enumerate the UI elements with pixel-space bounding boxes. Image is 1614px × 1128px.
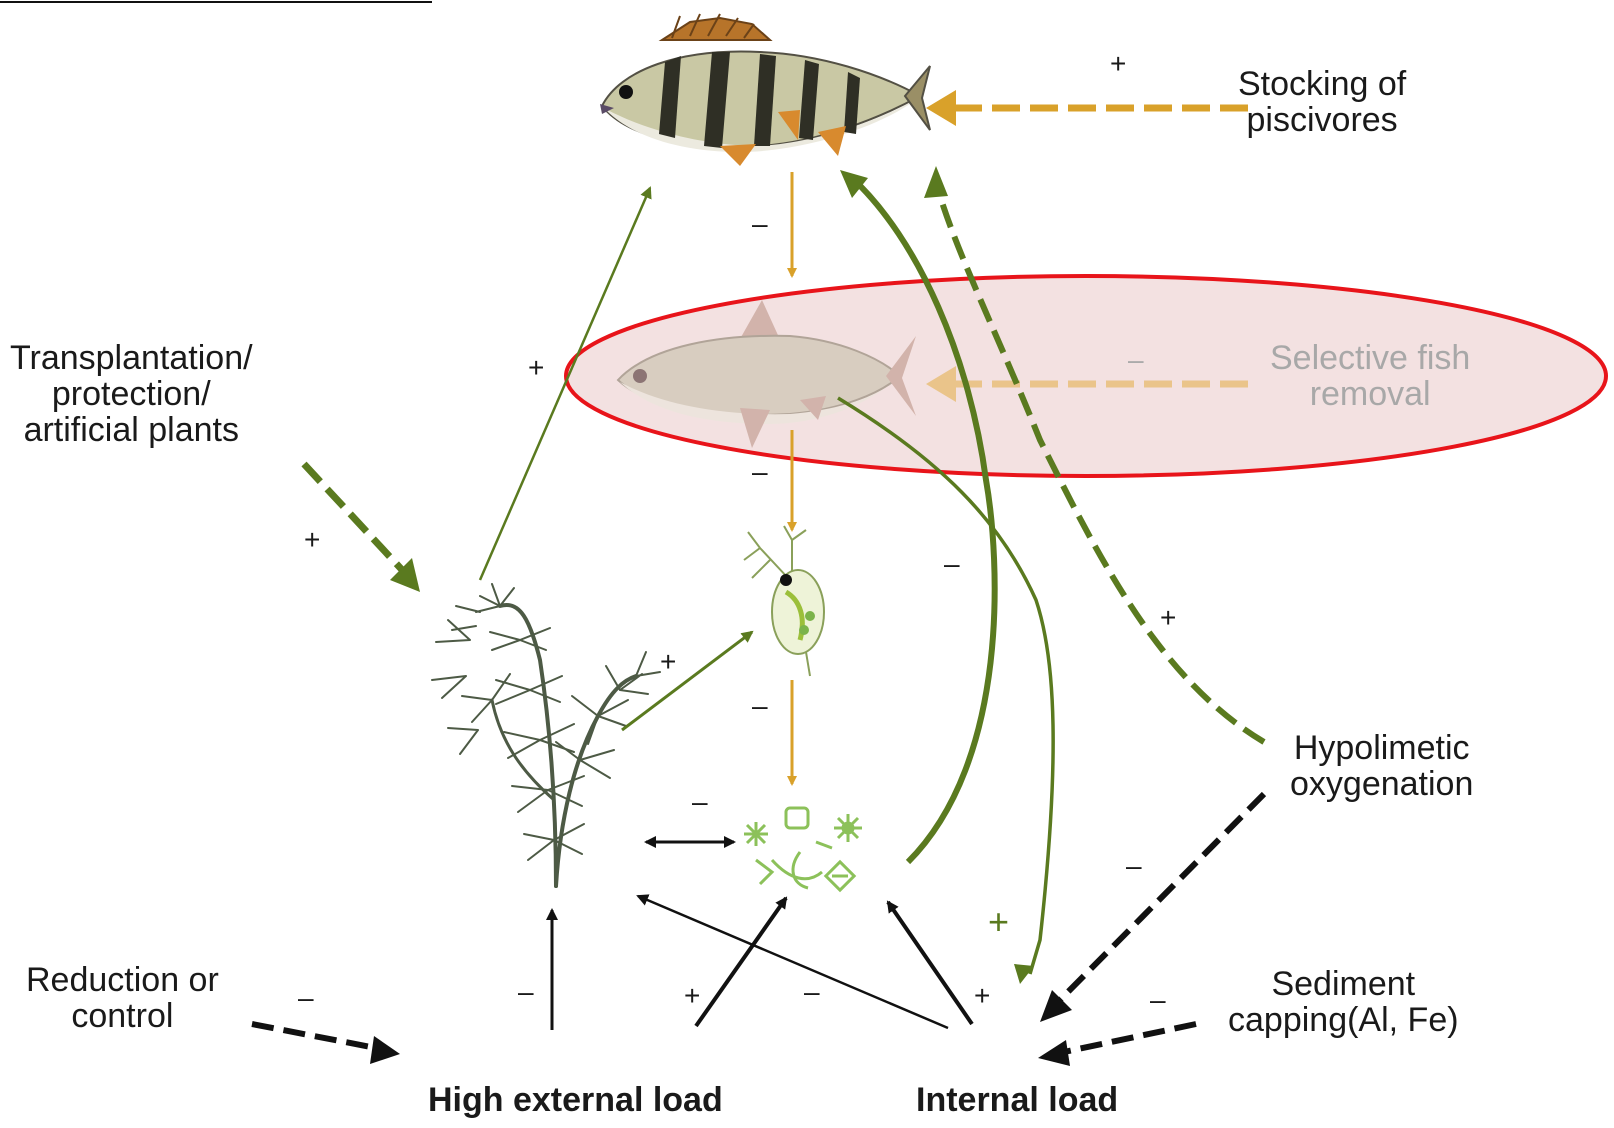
stocking-label: Stocking of piscivores [1238, 66, 1406, 138]
hypolimnetic-label-line1: Hypolimetic [1290, 730, 1473, 766]
sign-selective: – [1128, 346, 1144, 374]
sign-hypo-to-pisc: + [1160, 604, 1176, 632]
arrowhead-sediment [1038, 1040, 1070, 1066]
selective-removal-label-line2: removal [1270, 376, 1470, 412]
arrow-plant-to-zoo [622, 632, 752, 730]
transplantation-label: Transplantation/ protection/ artificial … [10, 340, 253, 448]
aquatic-plant-icon [432, 584, 660, 886]
arrow-reduction [252, 1024, 376, 1048]
reduction-label-line2: control [26, 998, 219, 1034]
arrowhead-hypo-to-internal [1040, 990, 1072, 1022]
stocking-label-line2: piscivores [1238, 102, 1406, 138]
sign-reduction: – [298, 984, 314, 1012]
hypolimnetic-label-line2: oxygenation [1290, 766, 1473, 802]
sign-internal-to-plant: – [804, 978, 820, 1006]
sign-external-to-phyto: + [684, 982, 700, 1010]
sediment-label-line2: capping(Al, Fe) [1228, 1002, 1459, 1038]
arrowhead-transplant [390, 558, 420, 592]
sign-stocking: + [1110, 50, 1126, 78]
arrowhead-reduction [370, 1036, 400, 1064]
stocking-label-line1: Stocking of [1238, 66, 1406, 102]
arrow-transplant [304, 464, 404, 572]
selective-removal-label: Selective fish removal [1270, 340, 1470, 412]
transplantation-label-line1: Transplantation/ [10, 340, 253, 376]
reduction-label-line1: Reduction or [26, 962, 219, 998]
sign-transplant: + [304, 526, 320, 554]
internal-load-label: Internal load [916, 1082, 1118, 1118]
transplantation-label-line3: artificial plants [10, 412, 253, 448]
hypolimnetic-label: Hypolimetic oxygenation [1290, 730, 1473, 802]
arrow-external-to-phyto [696, 898, 786, 1026]
sign-internal-to-phyto: + [974, 982, 990, 1010]
sign-phyto-to-plant: – [692, 788, 708, 816]
sign-zoo-to-phyto: – [752, 692, 768, 720]
sediment-label-line1: Sediment [1228, 966, 1459, 1002]
sign-plant-to-zoo: + [660, 648, 676, 676]
sign-pisc-to-plankt: – [752, 210, 768, 238]
transplantation-label-line2: protection/ [10, 376, 253, 412]
sign-plant-to-pisc: + [528, 354, 544, 382]
sign-hypo-to-internal: – [1126, 852, 1142, 880]
sign-plankt-to-zoo: – [752, 458, 768, 486]
phytoplankton-icon [744, 808, 862, 890]
arrowhead-stocking [926, 90, 956, 126]
daphnia-icon [744, 526, 824, 676]
sediment-label: Sediment capping(Al, Fe) [1228, 966, 1459, 1038]
arrowhead-hypo-to-pisc [924, 166, 948, 198]
selective-removal-label-line1: Selective fish [1270, 340, 1470, 376]
sign-sediment: – [1150, 986, 1166, 1014]
external-load-label: High external load [428, 1082, 723, 1118]
arrow-internal-to-phyto [888, 902, 972, 1024]
arrow-sediment [1064, 1024, 1196, 1052]
sign-internal-to-pisc: – [944, 550, 960, 578]
sign-external-to-plant: – [518, 978, 534, 1006]
perch-fish-icon [600, 14, 930, 166]
sign-plankt-to-internal: + [988, 908, 1009, 936]
arrow-plankt-to-internal [838, 398, 1053, 974]
reduction-label: Reduction or control [26, 962, 219, 1034]
